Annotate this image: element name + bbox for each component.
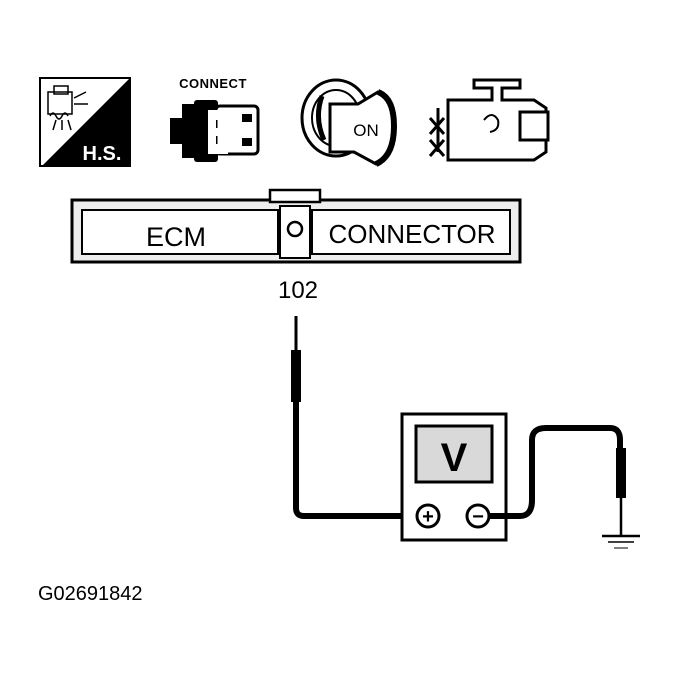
connect-icon: CONNECT xyxy=(170,76,260,162)
positive-symbol: + xyxy=(422,506,434,528)
negative-terminal: − xyxy=(465,503,491,529)
terminal-pin-102 xyxy=(286,220,304,238)
hs-icon: H.S. xyxy=(39,77,131,167)
ignition-key-icon: ON xyxy=(300,78,398,167)
voltmeter-v-label: V xyxy=(441,436,468,480)
positive-terminal: + xyxy=(415,503,441,529)
voltmeter: V + − xyxy=(400,412,508,542)
hs-label: H.S. xyxy=(83,143,122,165)
positive-probe-lead xyxy=(291,316,418,519)
pin-number-label: 102 xyxy=(278,277,318,304)
connect-label: CONNECT xyxy=(179,76,247,91)
connector-label: CONNECTOR xyxy=(328,219,495,249)
ignition-on-label: ON xyxy=(353,121,379,140)
engine-off-icon xyxy=(428,78,550,162)
ecm-connector: ECM CONNECTOR 102 xyxy=(70,188,522,304)
ecm-label: ECM xyxy=(146,222,206,252)
ground-icon xyxy=(602,534,640,549)
figure-code: G02691842 xyxy=(38,583,143,605)
negative-symbol: − xyxy=(472,506,484,528)
negative-probe-lead xyxy=(489,425,626,536)
